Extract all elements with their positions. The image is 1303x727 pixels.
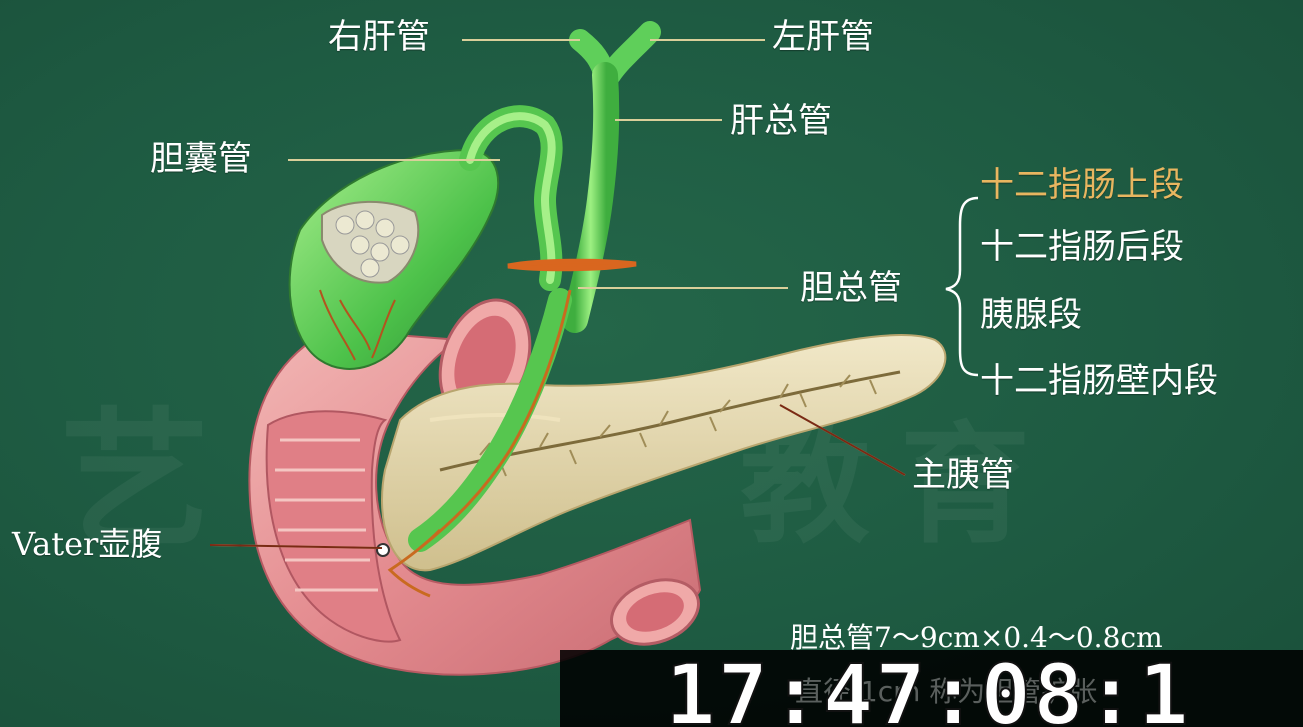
common-bile-duct-dimensions: 胆总管7～9cm×0.4～0.8cm (790, 621, 1163, 654)
subtitle-text: 直径 1cm 称为胆管扩张 (795, 675, 1098, 708)
common-bile-duct (408, 288, 572, 552)
label-right-hepatic-duct: 右肝管 (328, 17, 430, 57)
timestamp-overlay: 17:47:08:1 (664, 646, 1191, 727)
segment-brace (945, 196, 979, 377)
segment-supraduodenal: 十二指肠上段 (980, 165, 1184, 205)
gallbladder (288, 148, 500, 370)
watermark-left: 艺 (60, 395, 241, 569)
segment-retroduodenal: 十二指肠后段 (980, 227, 1184, 267)
transection-marker (507, 258, 637, 272)
vater-ampulla-marker (376, 543, 390, 557)
label-main-pancreatic-duct: 主胰管 (912, 455, 1014, 495)
label-common-hepatic-duct: 肝总管 (730, 101, 832, 141)
label-left-hepatic-duct: 左肝管 (772, 17, 874, 57)
label-common-bile-duct: 胆总管 (800, 268, 902, 308)
label-cystic-duct: 胆囊管 (150, 139, 252, 179)
duodenum (248, 298, 702, 676)
segment-intramural: 十二指肠壁内段 (980, 361, 1218, 401)
segment-pancreatic: 胰腺段 (980, 295, 1082, 335)
hepatic-ducts (562, 21, 661, 333)
label-vater-ampulla: Vater壶腹 (12, 525, 163, 563)
subtitle-bar: 直径 1cm 称为胆管扩张 (560, 650, 1303, 727)
